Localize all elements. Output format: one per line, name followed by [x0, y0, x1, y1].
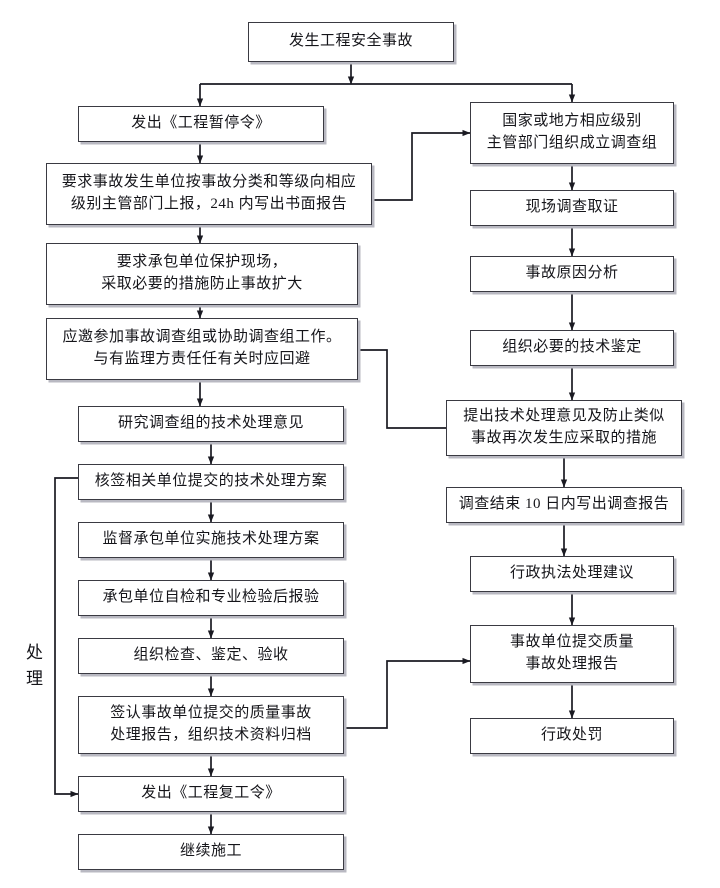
- side-label-processing: 处 理: [22, 640, 48, 693]
- node-countersign-technical-plan: 核签相关单位提交的技术处理方案: [78, 464, 344, 500]
- node-establish-investigation-group: 国家或地方相应级别主管部门组织成立调查组: [470, 102, 674, 164]
- node-technical-appraisal: 组织必要的技术鉴定: [470, 330, 674, 366]
- node-report-within-24h: 要求事故发生单位按事故分类和等级向相应级别主管部门上报，24h 内写出书面报告: [46, 163, 372, 225]
- node-issue-suspension-order: 发出《工程暂停令》: [78, 106, 324, 142]
- side-label-char-1: 理: [26, 669, 44, 689]
- node-contractor-self-inspection: 承包单位自检和专业检验后报验: [78, 580, 344, 616]
- node-administrative-penalty: 行政处罚: [470, 718, 674, 754]
- node-label-line: 组织检查、鉴定、验收: [133, 647, 289, 664]
- node-label-line: 发出《工程暂停令》: [131, 115, 271, 132]
- node-label-line: 调查结束 10 日内写出调查报告: [458, 496, 670, 513]
- node-label-line: 核签相关单位提交的技术处理方案: [94, 473, 328, 490]
- node-label-line: 研究调查组的技术处理意见: [117, 415, 304, 432]
- node-label-line: 事故单位提交质量: [509, 634, 634, 651]
- node-label-line: 事故原因分析: [525, 265, 619, 282]
- node-propose-measures: 提出技术处理意见及防止类似事故再次发生应采取的措施: [446, 400, 682, 456]
- node-label-line: 行政处罚: [540, 727, 603, 744]
- node-label-line: 提出技术处理意见及防止类似: [463, 408, 665, 425]
- side-label-char-0: 处: [26, 643, 44, 662]
- node-label-line: 继续施工: [179, 843, 242, 860]
- node-unit-submits-report: 事故单位提交质量事故处理报告: [470, 625, 674, 683]
- node-label-line: 事故处理报告: [525, 656, 619, 672]
- node-cause-analysis: 事故原因分析: [470, 256, 674, 292]
- node-label-line: 发生工程安全事故: [288, 33, 413, 50]
- node-label-line: 监督承包单位实施技术处理方案: [102, 531, 320, 548]
- node-label-line: 组织必要的技术鉴定: [502, 339, 642, 356]
- node-protect-site: 要求承包单位保护现场， 采取必要的措施防止事故扩大: [46, 243, 358, 305]
- node-label-line: 发出《工程复工令》: [141, 785, 281, 802]
- node-continue-construction: 继续施工: [78, 834, 344, 870]
- node-accident-occurs: 发生工程安全事故: [248, 22, 454, 62]
- node-label-line: 应邀参加事故调查组或协助调查组工作。: [62, 329, 342, 346]
- node-label-line: 要求事故发生单位按事故分类和等级向相应: [61, 174, 357, 191]
- node-study-technical-opinion: 研究调查组的技术处理意见: [78, 406, 344, 442]
- node-label-line: 签认事故单位提交的质量事故: [110, 705, 312, 722]
- node-issue-resumption-order: 发出《工程复工令》: [78, 776, 344, 812]
- node-label-line: 行政执法处理建议: [509, 565, 634, 582]
- node-label-line: 主管部门组织成立调查组: [486, 135, 658, 151]
- node-label-line: 要求承包单位保护现场，: [116, 254, 288, 271]
- node-label-line: 承包单位自检和专业检验后报验: [102, 589, 320, 606]
- node-label-line: 采取必要的措施防止事故扩大: [101, 276, 303, 292]
- node-supervise-implementation: 监督承包单位实施技术处理方案: [78, 522, 344, 558]
- node-label-line: 处理报告，组织技术资料归档: [110, 727, 312, 743]
- node-organize-inspection: 组织检查、鉴定、验收: [78, 638, 344, 674]
- node-administrative-enforcement: 行政执法处理建议: [470, 556, 674, 592]
- node-label-line: 国家或地方相应级别: [502, 113, 642, 130]
- node-join-investigation-group: 应邀参加事故调查组或协助调查组工作。与有监理方责任任有关时应回避: [46, 318, 358, 380]
- node-site-investigation: 现场调查取证: [470, 190, 674, 226]
- node-investigation-report-10days: 调查结束 10 日内写出调查报告: [446, 487, 682, 523]
- node-sign-quality-report: 签认事故单位提交的质量事故处理报告，组织技术资料归档: [78, 696, 344, 754]
- node-label-line: 与有监理方责任任有关时应回避: [93, 351, 311, 367]
- node-label-line: 事故再次发生应采取的措施: [470, 430, 657, 446]
- node-label-line: 级别主管部门上报，24h 内写出书面报告: [70, 196, 348, 212]
- node-label-line: 现场调查取证: [525, 199, 619, 216]
